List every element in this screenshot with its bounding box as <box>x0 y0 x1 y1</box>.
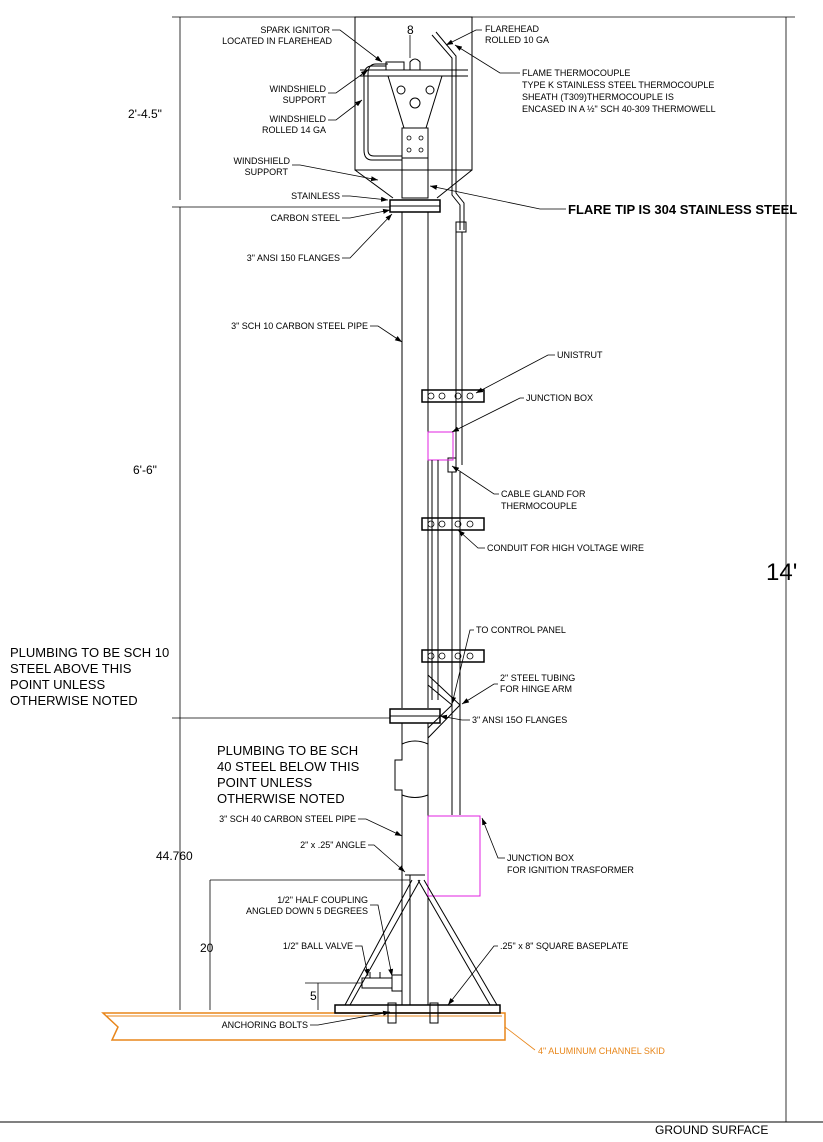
label-spark-ignitor-2: LOCATED IN FLAREHEAD <box>222 36 332 46</box>
label-pipe-sch40: 3" SCH 40 CARBON STEEL PIPE <box>219 814 356 824</box>
neck-bolt <box>406 147 412 153</box>
ignitor-wire <box>363 65 402 161</box>
label-conduit: CONDUIT FOR HIGH VOLTAGE WIRE <box>487 543 644 553</box>
note-below-4: OTHERWISE NOTED <box>217 791 345 806</box>
anchor-bolt <box>429 1002 439 1024</box>
label-windshield-support-b: WINDSHIELD <box>233 156 290 166</box>
label-baseplate: .25" x 8" SQUARE BASEPLATE <box>500 941 628 951</box>
note-above-1: PLUMBING TO BE SCH 10 <box>10 645 169 660</box>
thermocouple-rod <box>431 34 461 230</box>
ignitor-wire-inner <box>367 63 402 157</box>
baseplate <box>334 1004 501 1014</box>
label-steel-tubing-2: FOR HINGE ARM <box>500 684 572 694</box>
label-junction-box-top: JUNCTION BOX <box>526 393 593 403</box>
note-above-3: POINT UNLESS <box>10 677 105 692</box>
label-spark-ignitor: SPARK IGNITOR <box>260 25 330 35</box>
flarehead-neck <box>401 127 429 159</box>
brace-right-inner <box>423 879 498 1006</box>
unistrut-clamp <box>421 649 485 663</box>
note-below-3: POINT UNLESS <box>217 775 312 790</box>
flarehead-hole-right <box>425 85 435 95</box>
dim-mast-height: 6'-6" <box>133 463 157 477</box>
windshield-cone-left <box>354 169 394 199</box>
junction-box-bottom <box>427 815 481 897</box>
neck-bolt <box>406 135 412 141</box>
label-half-coupling: 1/2" HALF COUPLING <box>277 895 368 905</box>
label-stainless: STAINLESS <box>291 191 340 201</box>
dim-lower-height: 44.760 <box>156 849 193 863</box>
dim-valve-height: 5 <box>310 989 317 1003</box>
dim-total-height: 14' <box>766 559 797 586</box>
label-pipe-sch10: 3" SCH 10 CARBON STEEL PIPE <box>231 321 368 331</box>
label-steel-tubing: 2" STEEL TUBING <box>500 673 575 683</box>
lower-pipe-left <box>394 723 403 1005</box>
dim-head-height: 2'-4.5" <box>128 107 162 121</box>
label-half-coupling-2: ANGLED DOWN 5 DEGREES <box>246 906 368 916</box>
label-unistrut: UNISTRUT <box>557 350 603 360</box>
note-above-4: OTHERWISE NOTED <box>10 693 138 708</box>
label-flarehead-2: ROLLED 10 GA <box>485 35 549 45</box>
flarehead-hole-left <box>396 85 406 95</box>
label-windshield-support-a: WINDSHIELD <box>269 84 326 94</box>
reducer <box>401 740 429 745</box>
label-to-control-panel: TO CONTROL PANEL <box>476 625 566 635</box>
neck-bolt <box>418 135 424 141</box>
leaders <box>292 29 566 1026</box>
label-junction-box-bottom-2: FOR IGNITION TRASFORMER <box>507 865 634 875</box>
windshield-box <box>354 16 473 171</box>
label-flare-tip: FLARE TIP IS 304 STAINLESS STEEL <box>568 202 797 217</box>
flarehead-slot <box>409 58 421 70</box>
brace-right <box>417 879 491 1006</box>
tip-pipe <box>401 157 429 199</box>
label-ground-surface: GROUND SURFACE <box>655 1123 768 1137</box>
label-flanges-top: 3" ANSI 150 FLANGES <box>247 253 340 263</box>
unistrut-clamp <box>421 389 485 403</box>
neck-bolt <box>418 147 424 153</box>
label-junction-box-bottom: JUNCTION BOX <box>507 853 574 863</box>
label-windshield-support-b-2: SUPPORT <box>245 167 289 177</box>
thermocouple-fitting <box>455 221 467 233</box>
hinge-arm-inner <box>427 684 453 729</box>
label-cable-gland-2: THERMOCOUPLE <box>501 501 577 511</box>
dim-flarehead-gap: 8 <box>407 23 414 37</box>
note-below-1: PLUMBING TO BE SCH <box>217 743 358 758</box>
unistrut-clamp <box>421 517 485 531</box>
note-below-2: 40 STEEL BELOW THIS <box>217 759 360 774</box>
label-angle: 2" x .25" ANGLE <box>300 840 366 850</box>
label-flarehead: FLAREHEAD <box>485 24 540 34</box>
label-flame-thermocouple-4: ENCASED IN A ½" SCH 40-309 THERMOWELL <box>522 104 716 114</box>
label-windshield-support-a-2: SUPPORT <box>283 95 327 105</box>
flarehead-cone <box>387 75 443 129</box>
label-windshield-rolled-2: ROLLED 14 GA <box>262 125 326 135</box>
hinge-arm <box>427 674 461 739</box>
spark-ignitor <box>385 61 405 71</box>
label-flame-thermocouple: FLAME THERMOCOUPLE <box>522 68 630 78</box>
label-skid: 4" ALUMINUM CHANNEL SKID <box>538 1046 665 1056</box>
brace-left <box>344 879 413 1006</box>
dim-brace-height: 20 <box>200 941 214 955</box>
note-above-2: STEEL ABOVE THIS <box>10 661 132 676</box>
label-carbon-steel: CARBON STEEL <box>270 213 340 223</box>
label-windshield-rolled: WINDSHIELD <box>269 114 326 124</box>
label-flanges-bottom: 3" ANSI 15O FLANGES <box>472 715 567 725</box>
label-anchoring-bolts: ANCHORING BOLTS <box>222 1020 308 1030</box>
junction-box-top <box>427 431 454 461</box>
label-flame-thermocouple-2: TYPE K STAINLESS STEEL THERMOCOUPLE <box>522 80 714 90</box>
windshield-cone-right <box>436 169 473 199</box>
label-flame-thermocouple-3: SHEATH (T309)THERMOCOUPLE IS <box>522 92 674 102</box>
thermocouple-rod-outer <box>435 31 465 230</box>
label-cable-gland: CABLE GLAND FOR <box>501 489 586 499</box>
skid-leader <box>504 1026 536 1051</box>
flarehead-hole-center <box>409 97 421 109</box>
tee-line <box>401 794 429 798</box>
label-ball-valve: 1/2" BALL VALVE <box>283 941 353 951</box>
